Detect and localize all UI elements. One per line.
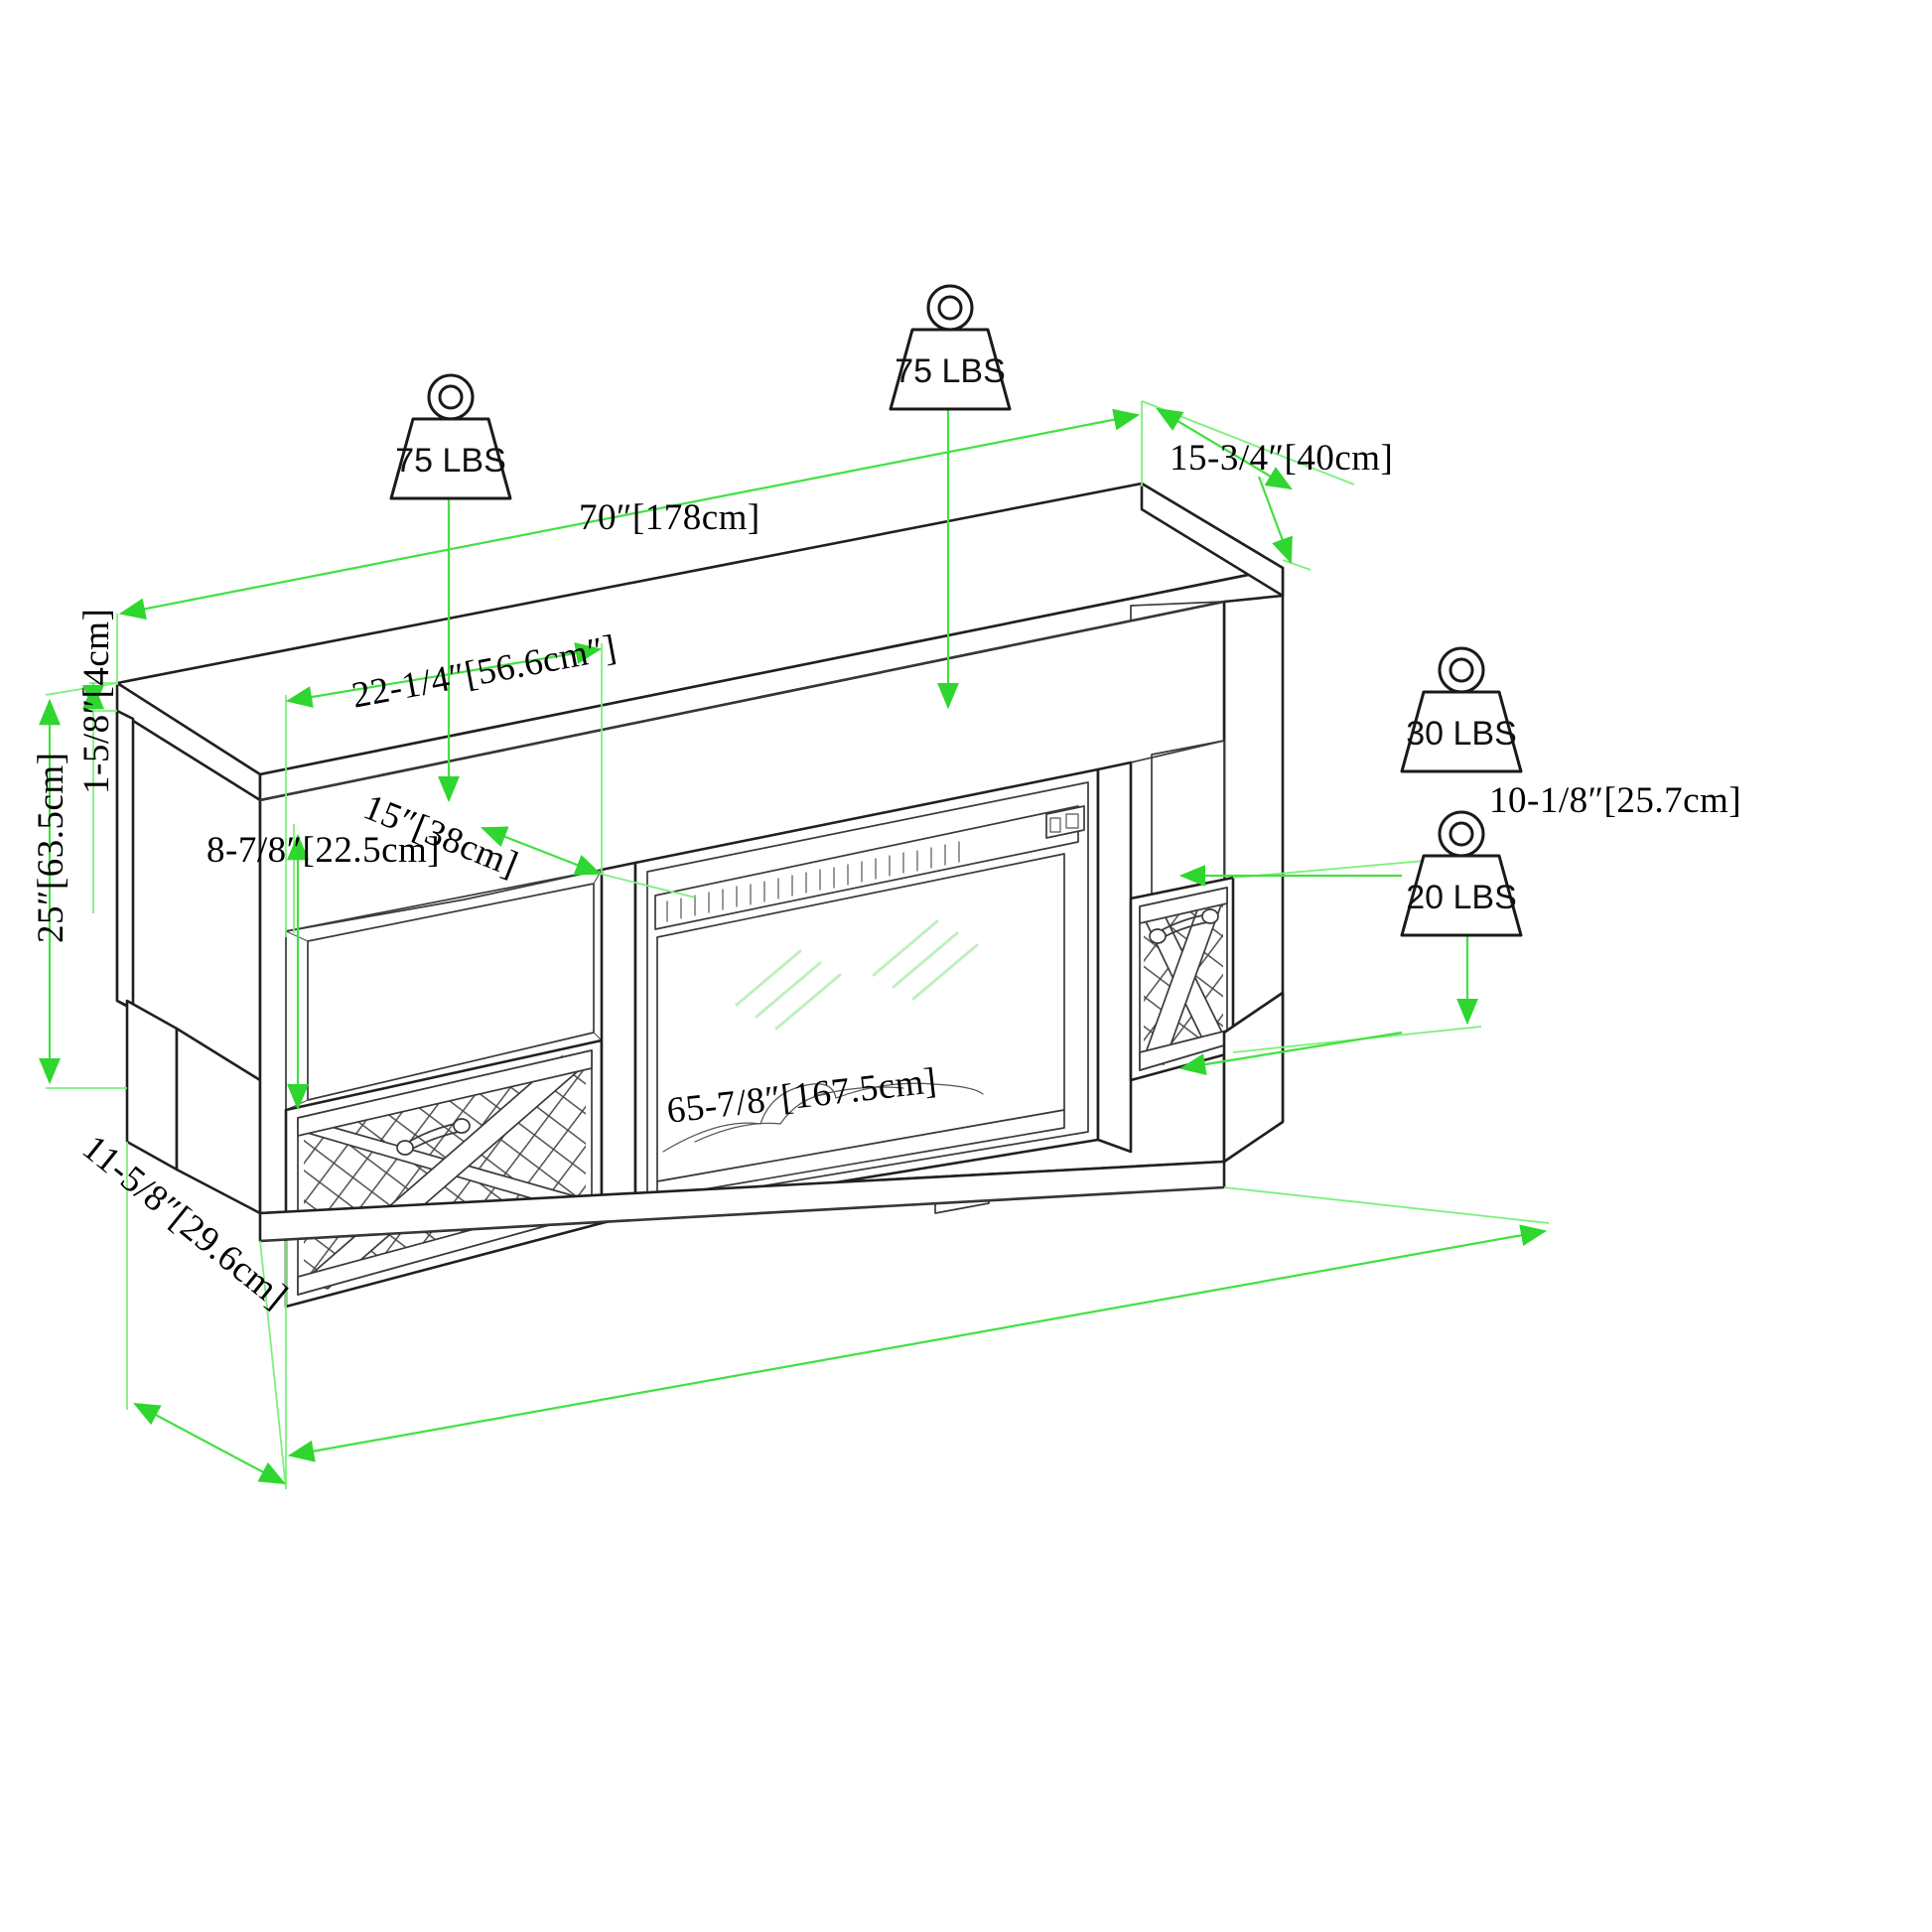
vent-grille — [666, 841, 960, 922]
weight-top-left: 75 LBS — [389, 373, 512, 500]
right-door-handle — [1149, 908, 1219, 944]
weight-top-center: 75 LBS — [889, 284, 1012, 411]
glass-reflection — [735, 919, 979, 1031]
weight-shelf-right: 30 LBS — [1400, 646, 1523, 773]
dim-overall-width: 70″[178cm] — [579, 497, 760, 538]
left-door-handle — [396, 1118, 471, 1156]
fireplace-insert — [633, 767, 1100, 1217]
weight-top-center-label: 75 LBS — [895, 352, 1006, 390]
dim-shelf-opening-height: 8-7/8″[22.5cm] — [207, 830, 441, 871]
dimension-lines — [39, 400, 1550, 1490]
weight-top-left-label: 75 LBS — [395, 442, 506, 480]
control-panel — [1045, 805, 1085, 839]
weight-door-right: 20 LBS — [1400, 810, 1523, 937]
log-set — [662, 1082, 984, 1153]
dim-top-thickness: 1-5/8″[4cm] — [76, 608, 117, 794]
weight-shelf-right-label: 30 LBS — [1406, 715, 1517, 753]
dim-door-height: 10-1/8″[25.7cm] — [1489, 780, 1742, 821]
dim-overall-height: 25″[63.5cm] — [31, 752, 71, 943]
dim-top-depth: 15-3/4″[40cm] — [1170, 438, 1394, 479]
weight-door-right-label: 20 LBS — [1406, 879, 1517, 916]
cabinet-body — [115, 482, 1285, 1309]
